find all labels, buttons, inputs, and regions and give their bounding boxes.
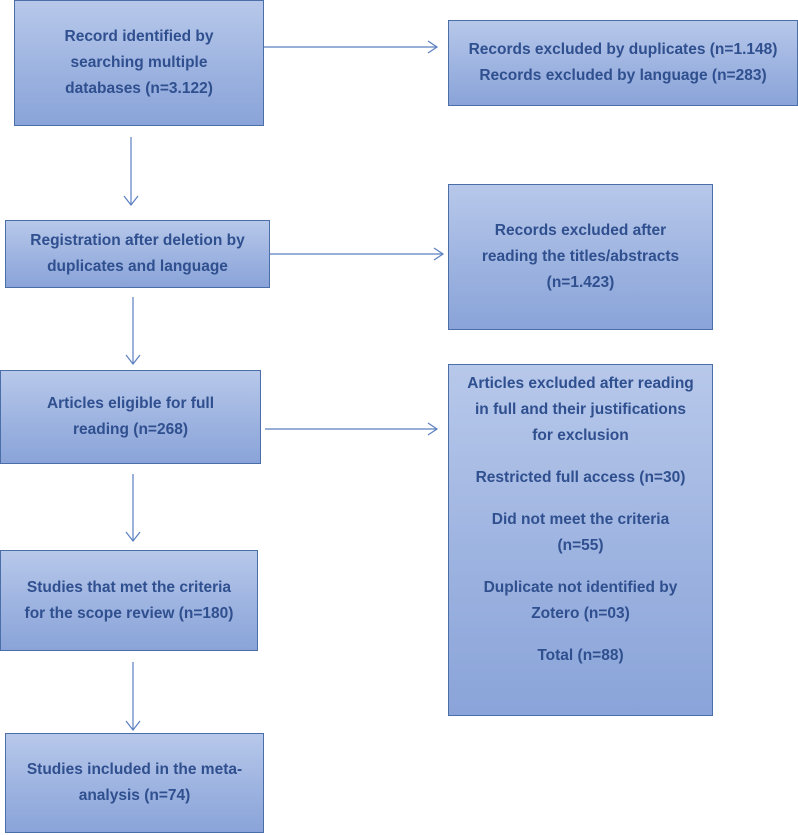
box-text-line: for the scope review (n=180) — [24, 604, 234, 622]
box-text-line: Record identified by — [64, 28, 214, 45]
box-excluded-full-reading: Articles excluded after reading in full … — [448, 364, 713, 716]
box-heading-line: in full and their justifications — [475, 401, 686, 418]
duplicate-zotero-line: Duplicate not identified by — [483, 579, 678, 596]
box-text-line: analysis (n=74) — [78, 787, 191, 804]
box-text-line: databases (n=3.122) — [65, 80, 213, 97]
restricted-access-count: Restricted full access (n=30) — [475, 469, 686, 486]
box-articles-eligible: Articles eligible for full reading (n=26… — [0, 370, 261, 464]
box-text-line: searching multiple — [70, 54, 208, 71]
box-text-line: reading the titles/abstracts — [481, 248, 680, 265]
box-text-line: Articles eligible for full — [46, 395, 215, 412]
box-text-line: Studies that met the criteria — [26, 578, 232, 596]
box-text-line: Records excluded after — [494, 222, 667, 239]
down-arrow-1 — [123, 137, 139, 206]
duplicate-zotero-count: Zotero (n=03) — [531, 605, 630, 622]
right-arrow-3 — [265, 422, 439, 436]
box-text-line: Records excluded by language (n=283) — [479, 67, 767, 84]
box-excluded-titles-abstracts: Records excluded after reading the title… — [448, 184, 713, 330]
box-studies-met-criteria: Studies that met the criteria for the sc… — [0, 550, 258, 651]
box-text-line: Registration after deletion by — [30, 232, 245, 249]
total-excluded: Total (n=88) — [537, 647, 624, 664]
box-text-line: duplicates and language — [47, 258, 228, 275]
down-arrow-2 — [125, 297, 141, 365]
box-heading-line: for exclusion — [532, 427, 629, 444]
down-arrow-4 — [125, 662, 141, 731]
box-excluded-duplicates-language: Records excluded by duplicates (n=1.148)… — [448, 20, 798, 106]
criteria-not-met-count: (n=55) — [557, 537, 604, 554]
box-text-line: Studies included in the meta- — [26, 761, 243, 778]
box-text-line: (n=1.423) — [546, 274, 615, 291]
box-text-line: reading (n=268) — [73, 421, 188, 438]
box-registration-after-deletion: Registration after deletion by duplicate… — [5, 220, 270, 288]
right-arrow-2 — [270, 247, 445, 261]
box-studies-included: Studies included in the meta- analysis (… — [5, 733, 264, 833]
box-heading-line: Articles excluded after reading — [467, 375, 694, 392]
box-records-identified: Record identified by searching multiple … — [14, 0, 264, 126]
criteria-not-met-line: Did not meet the criteria — [491, 511, 670, 528]
down-arrow-3 — [125, 474, 141, 542]
right-arrow-1 — [264, 40, 439, 54]
box-text-line: Records excluded by duplicates (n=1.148) — [468, 41, 778, 58]
